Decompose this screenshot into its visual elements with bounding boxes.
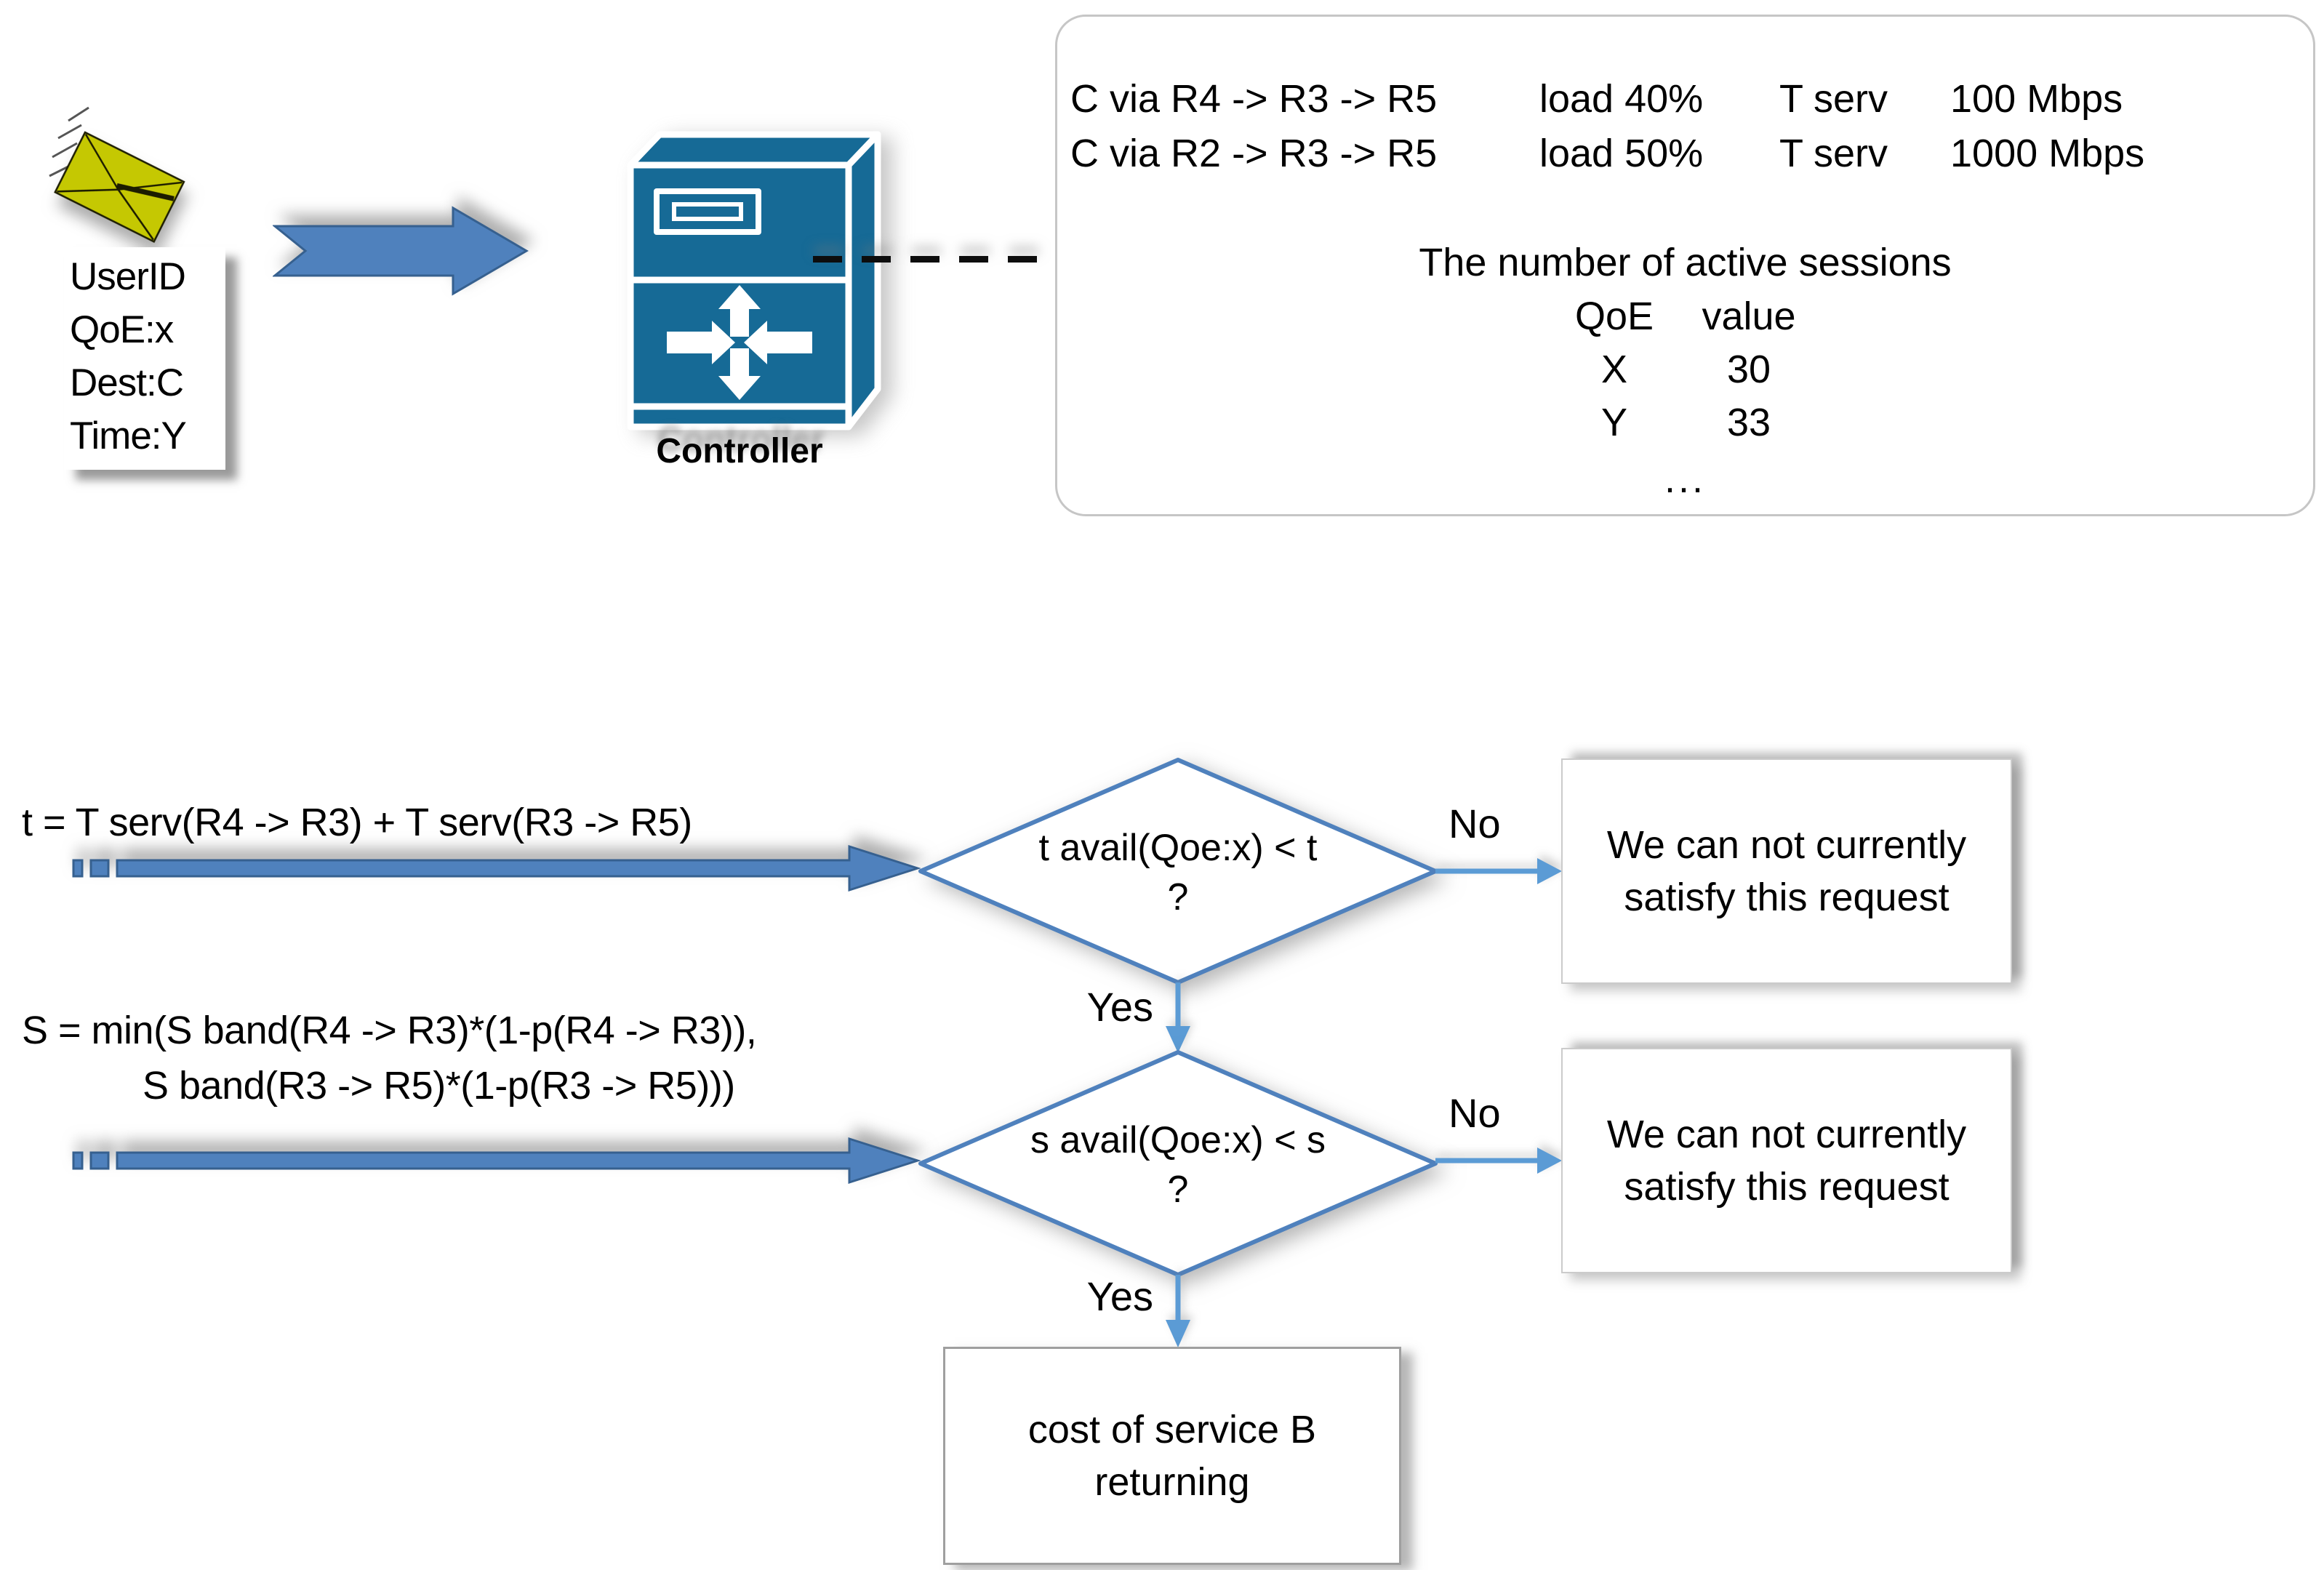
result-text: cost of service B returning [1027, 1408, 1317, 1504]
value-cell: 30 [1726, 348, 1771, 391]
cross-arrows-icon [667, 285, 812, 400]
formula-s-line1: S = min(S band(R4 -> R3)*(1-p(R4 -> R3))… [22, 1009, 757, 1052]
decision-question-mark: ? [1167, 1169, 1189, 1211]
value-cell: 33 [1726, 401, 1771, 444]
no-arrow-2 [1435, 1148, 1562, 1174]
decision-text-2: s avail(Qoe:x) < s ? [953, 1116, 1403, 1214]
qoe-header: QoE [1574, 295, 1654, 338]
route-speed: 1000 Mbps [1950, 132, 2145, 175]
route-speed: 100 Mbps [1950, 77, 2123, 121]
route-path: C via R2 -> R3 -> R5 [1070, 132, 1438, 175]
sessions-table-row: Y 33 [1551, 396, 1820, 449]
note-line-time: Time:Y [70, 414, 187, 457]
route-row-2: C via R2 -> R3 -> R5 load 50% T serv 100… [1057, 127, 2313, 181]
route-load: load 40% [1539, 77, 1704, 121]
note-line-dest: Dest:C [70, 361, 184, 404]
sessions-table-header: QoE value [1551, 290, 1820, 343]
decision-condition: s avail(Qoe:x) < s [1030, 1119, 1326, 1161]
formula-s-line2: S band(R3 -> R5)*(1-p(R3 -> R5))) [143, 1064, 735, 1108]
striped-arrow-2 [72, 1137, 921, 1185]
controller-state-dashed-link [813, 256, 1056, 263]
yes-arrow-2 [1166, 1275, 1190, 1347]
note-line-qoe: QoE:x [70, 308, 174, 351]
reject-box-2: We can not currently satisfy this reques… [1561, 1048, 2012, 1273]
route-tserv: T serv [1779, 77, 1888, 121]
controller-label: Controller [656, 432, 823, 470]
formula-t: t = T serv(R4 -> R3) + T serv(R3 -> R5) [22, 801, 692, 844]
reject-box-1: We can not currently satisfy this reques… [1561, 758, 2012, 984]
striped-arrow-1 [72, 844, 921, 892]
envelope-shape [54, 131, 185, 243]
route-tserv: T serv [1779, 132, 1888, 175]
route-load: load 50% [1539, 132, 1704, 175]
request-note: UserID QoE:x Dest:C Time:Y [64, 247, 225, 470]
route-row-1: C via R4 -> R3 -> R5 load 40% T serv 100… [1057, 72, 2313, 127]
no-label-1: No [1449, 801, 1501, 846]
yes-arrow-1 [1166, 982, 1190, 1053]
sessions-table-row: X 30 [1551, 343, 1820, 396]
request-arrow-icon [273, 206, 529, 296]
reject-text: We can not currently satisfy this reques… [1606, 823, 1967, 919]
value-header: value [1702, 295, 1796, 338]
route-path: C via R4 -> R3 -> R5 [1070, 77, 1438, 121]
sessions-title: The number of active sessions [1419, 241, 1952, 284]
qoe-cell: Y [1600, 401, 1628, 444]
decision-question-mark: ? [1167, 876, 1189, 918]
yes-label-1: Yes [1086, 984, 1153, 1030]
yes-label-2: Yes [1086, 1273, 1153, 1319]
decision-condition: t avail(Qoe:x) < t [1038, 827, 1318, 869]
qoe-cell: X [1600, 348, 1628, 391]
no-arrow-1 [1435, 858, 1562, 884]
note-line-userid: UserID [70, 255, 186, 298]
decision-text-1: t avail(Qoe:x) < t ? [953, 823, 1403, 922]
sessions-ellipsis: ... [1664, 457, 1706, 501]
no-label-2: No [1449, 1090, 1501, 1136]
result-box: cost of service B returning [943, 1347, 1401, 1565]
sessions-table: QoE value X 30 Y 33 [1551, 290, 1820, 449]
envelope-icon [49, 106, 185, 243]
controller-state-panel: C via R4 -> R3 -> R5 load 40% T serv 100… [1055, 15, 2315, 516]
controller-icon [627, 131, 881, 430]
reject-text: We can not currently satisfy this reques… [1606, 1113, 1967, 1209]
